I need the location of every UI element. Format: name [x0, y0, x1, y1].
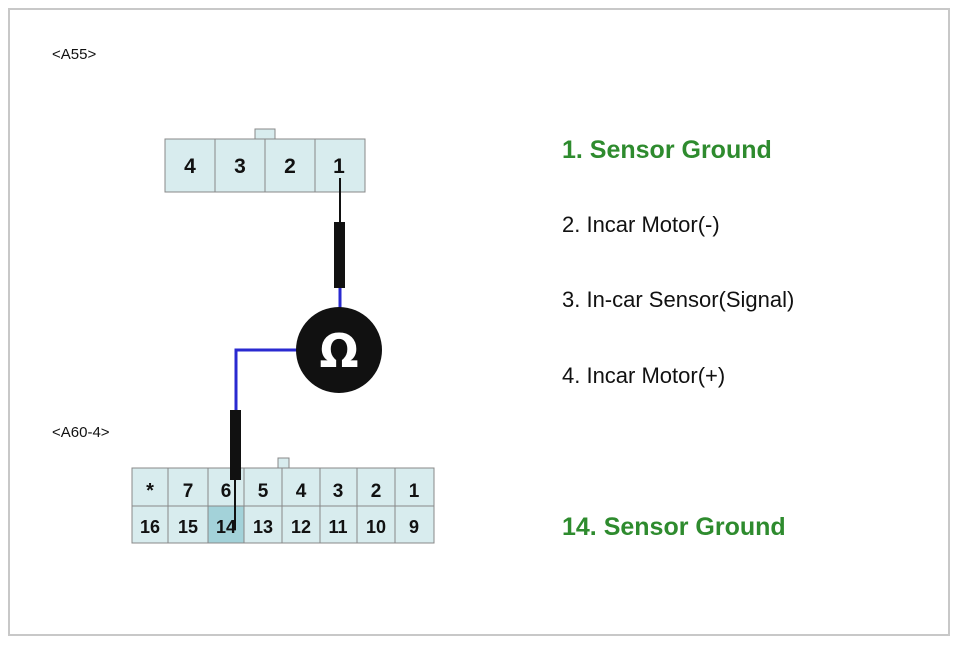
connector-a55-latch	[254, 128, 276, 140]
ohm-icon: Ω	[319, 324, 358, 378]
connector-a60: * 7 6 5 4 3 2 1 16 15 14 13 12 11 10 9	[131, 457, 435, 544]
a60-pin-9: 9	[409, 517, 419, 537]
legend-pin-2: 2. Incar Motor(-)	[562, 212, 720, 237]
a60-pin-15: 15	[178, 517, 198, 537]
connector-a55-label: <A55>	[52, 46, 97, 63]
a60-pin-star: *	[146, 480, 154, 502]
a60-pin-3: 3	[333, 481, 344, 502]
a60-pin-12: 12	[291, 517, 311, 537]
a60-pin-10: 10	[366, 517, 386, 537]
a60-pin-13: 13	[253, 517, 273, 537]
a60-pin-16: 16	[140, 517, 160, 537]
a55-pin-3: 3	[234, 155, 246, 178]
a60-pin-1: 1	[409, 481, 420, 502]
a55-pin-2: 2	[284, 155, 296, 178]
connector-a60-label: <A60-4>	[52, 424, 110, 441]
probe-a55	[334, 222, 345, 288]
a60-pin-6: 6	[221, 481, 232, 502]
a55-pin-4: 4	[184, 155, 196, 178]
wires	[230, 178, 345, 530]
a60-pin-4: 4	[296, 481, 307, 502]
probe-a60	[230, 410, 241, 480]
a60-pin-14: 14	[216, 517, 236, 537]
a60-pin-5: 5	[258, 481, 269, 502]
connector-a55: 4 3 2 1	[164, 128, 366, 193]
connector-a60-latch	[277, 457, 290, 469]
legend-pin-1: 1. Sensor Ground	[562, 136, 772, 164]
wire-meter-to-a60	[234, 348, 300, 412]
a60-pin-7: 7	[183, 481, 194, 502]
legend-pin-3: 3. In-car Sensor(Signal)	[562, 287, 795, 312]
ohm-meter-body	[296, 307, 382, 393]
ohm-meter: Ω	[296, 307, 382, 393]
legend-pin-4: 4. Incar Motor(+)	[562, 363, 726, 388]
a60-pin-11: 11	[328, 517, 347, 537]
a60-pin-2: 2	[371, 481, 382, 502]
legend-pin-14: 14. Sensor Ground	[562, 513, 786, 541]
a55-pin-1: 1	[333, 155, 345, 178]
